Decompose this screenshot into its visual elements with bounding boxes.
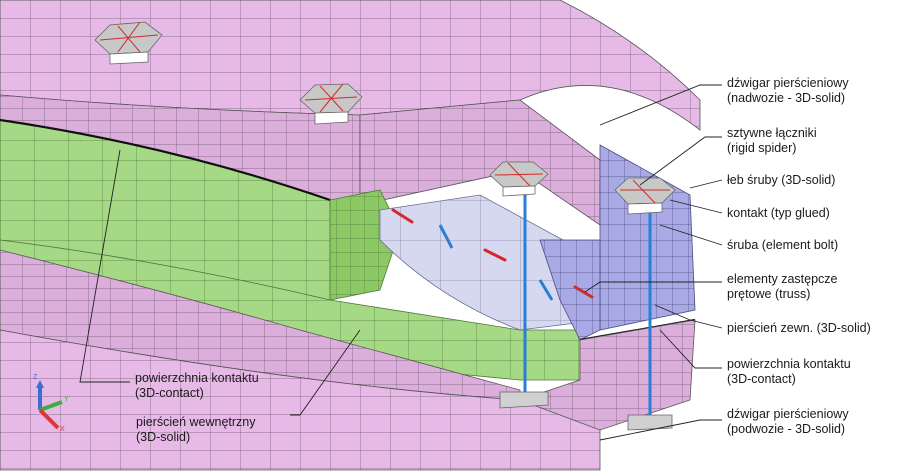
label-inner-ring: pierścień wewnętrzny (3D-solid) xyxy=(136,415,256,444)
bolts xyxy=(438,185,652,420)
leader-contact-left xyxy=(79,149,130,383)
leader-rigid xyxy=(639,136,722,186)
leader-contact-glued xyxy=(669,199,723,214)
label-truss: elementy zastępcze prętowe (truss) xyxy=(727,272,838,301)
truss-panel xyxy=(379,194,601,331)
bolt-segment xyxy=(538,279,554,301)
leader-top-girder xyxy=(599,84,722,126)
label-outer-ring: pierścień zewn. (3D-solid) xyxy=(727,321,871,335)
label-top-girder: dźwigar pierścieniowy (nadwozie - 3D-sol… xyxy=(727,76,849,105)
label-contact-glued: kontakt (typ glued) xyxy=(727,206,830,220)
bolt-heads xyxy=(94,21,676,431)
axis-z-label: Z xyxy=(33,374,38,381)
leader-truss xyxy=(584,281,722,293)
bolt-head xyxy=(499,391,549,409)
label-bolt: śruba (element bolt) xyxy=(727,238,839,252)
leader-inner-ring xyxy=(290,329,361,416)
leader-lines xyxy=(79,84,723,441)
coordinate-triad xyxy=(36,380,63,430)
label-contact-surface-left: powierzchnia kontaktu (3D-contact) xyxy=(135,371,259,400)
label-bottom-girder: dźwigar pierścieniowy (podwozie - 3D-sol… xyxy=(727,407,849,436)
bolt-head xyxy=(627,414,673,431)
bolt-head xyxy=(489,161,549,197)
bolt-head xyxy=(299,83,363,125)
leader-contact-right xyxy=(659,329,722,369)
bolt-head xyxy=(94,21,163,65)
leader-bolt-head xyxy=(689,179,723,189)
truss-element xyxy=(483,248,507,262)
label-contact-surface-right: powierzchnia kontaktu (3D-contact) xyxy=(727,357,851,386)
axis-y-label: Y xyxy=(64,396,69,403)
leader-bolt xyxy=(659,224,723,246)
leader-outer-ring xyxy=(654,304,723,329)
label-bolt-head: łeb śruby (3D-solid) xyxy=(727,173,836,187)
leader-bottom-girder xyxy=(599,419,722,441)
label-rigid-spider: sztywne łączniki (rigid spider) xyxy=(727,126,817,155)
axis-x-label: X xyxy=(60,426,65,433)
truss-element xyxy=(573,285,594,299)
truss-elements xyxy=(391,208,594,299)
bolt-segment xyxy=(438,224,454,249)
bolt-head xyxy=(614,177,676,215)
truss-element xyxy=(391,208,414,224)
